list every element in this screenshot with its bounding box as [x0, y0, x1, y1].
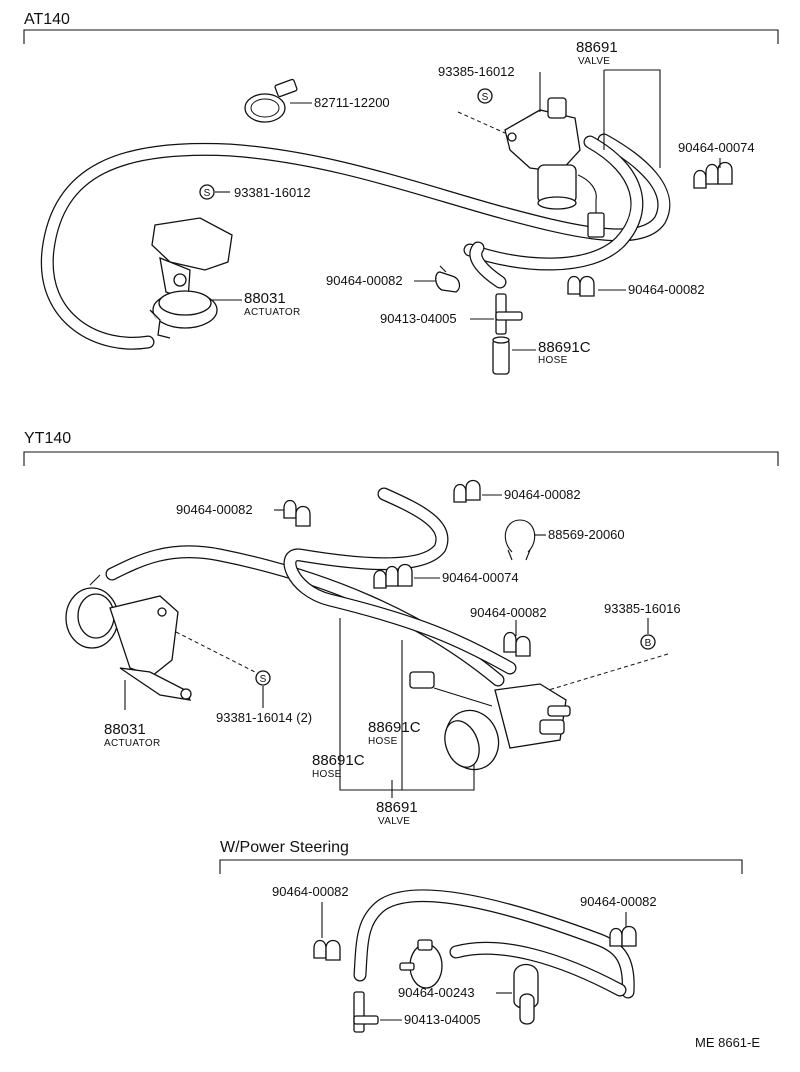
yt140-actuator [65, 574, 192, 701]
yt140-clip-c-label: 88569-20060 [548, 527, 625, 542]
ps-clip-b [609, 925, 637, 947]
at140-clip-b [693, 161, 733, 189]
section-power-steering: W/Power Steering 90464-00082 90464-00082 [219, 839, 743, 1033]
svg-text:S: S [204, 188, 211, 199]
yt140-clip-e [503, 631, 531, 657]
ps-clip-a-label: 90464-00082 [272, 884, 349, 899]
ps-tee [353, 991, 379, 1033]
section-bracket-at140 [23, 29, 779, 44]
section-yt140: YT140 S 93381-16014 (2) 88031 ACTUAT [23, 430, 779, 827]
yt140-clip-c [504, 519, 536, 561]
yt140-clip-a-label: 90464-00082 [176, 502, 253, 517]
at140-actuator-name: ACTUATOR [244, 307, 300, 318]
at140-tee-label: 90413-04005 [380, 311, 457, 326]
yt140-valve-name: VALVE [378, 816, 410, 827]
at140-clip-d [567, 275, 595, 297]
ps-tee-label: 90413-04005 [404, 1012, 481, 1027]
ps-part-c [513, 963, 539, 1025]
ps-clip-a [313, 939, 341, 961]
svg-text:S: S [260, 674, 267, 685]
at140-clip-a-label: 82711-12200 [314, 95, 390, 110]
section-bracket-power-steering [219, 859, 743, 874]
section-at140: AT140 S 93385-16012 88691 [23, 11, 779, 375]
yt140-valve-leader [391, 764, 475, 798]
at140-hose-number: 88691C [538, 339, 591, 356]
yt140-hoses [105, 487, 517, 687]
at140-clip-c-label: 90464-00082 [326, 273, 403, 288]
at140-hose-name: HOSE [538, 355, 568, 366]
section-title-yt140: YT140 [24, 430, 71, 447]
at140-tee [495, 293, 523, 335]
section-title-power-steering: W/Power Steering [220, 839, 349, 856]
section-title-at140: AT140 [24, 11, 70, 28]
diagram-code: ME 8661-E [695, 1035, 760, 1050]
yt140-valve [409, 671, 571, 771]
yt140-valve-number: 88691 [376, 799, 418, 816]
at140-actuator [149, 217, 233, 339]
ps-check-valve [399, 939, 443, 989]
ps-clip-b-label: 90464-00082 [580, 894, 657, 909]
at140-screw-b-symbol: S [199, 184, 215, 200]
at140-hose-piece [492, 336, 510, 375]
at140-valve [504, 97, 605, 238]
at140-valve-name: VALVE [578, 56, 610, 67]
yt140-clip-a [283, 499, 311, 527]
ps-part-c-label: 90464-00243 [398, 985, 475, 1000]
yt140-screw-b-label: 93381-16014 (2) [216, 710, 312, 725]
at140-clip-a [244, 78, 298, 123]
at140-valve-number: 88691 [576, 39, 618, 56]
at140-long-hose [40, 133, 671, 350]
svg-text:B: B [645, 638, 652, 649]
yt140-actuator-name: ACTUATOR [104, 738, 160, 749]
yt140-hose1-number: 88691C [368, 719, 421, 736]
yt140-screw-a-dashline [541, 653, 669, 693]
yt140-actuator-number: 88031 [104, 721, 146, 738]
yt140-hose-bracket [339, 618, 403, 791]
yt140-screw-a-label: 93385-16016 [604, 601, 681, 616]
yt140-valve-bracket-tick [391, 780, 393, 790]
at140-clip-c [435, 265, 461, 293]
yt140-clip-e-label: 90464-00082 [470, 605, 547, 620]
yt140-hose2-number: 88691C [312, 752, 365, 769]
yt140-clip-b [453, 479, 481, 503]
at140-valve-bracket [604, 69, 661, 168]
yt140-clip-d-label: 90464-00074 [442, 570, 519, 585]
yt140-hose2-name: HOSE [312, 769, 342, 780]
at140-actuator-number: 88031 [244, 290, 286, 307]
at140-screw-b-label: 93381-16012 [234, 185, 311, 200]
yt140-screw-b-symbol: S [255, 670, 271, 686]
yt140-screw-a-symbol: B [640, 634, 656, 650]
yt140-clip-d [373, 563, 413, 589]
at140-screw-dashline [457, 111, 506, 134]
svg-text:S: S [482, 92, 489, 103]
at140-clip-d-label: 90464-00082 [628, 282, 705, 297]
yt140-hose1-name: HOSE [368, 736, 398, 747]
at140-screw-a-symbol: S [477, 88, 493, 104]
at140-clip-b-label: 90464-00074 [678, 140, 755, 155]
yt140-clip-b-label: 90464-00082 [504, 487, 581, 502]
ps-hoses [353, 889, 635, 999]
at140-screw-a-label: 93385-16012 [438, 64, 515, 79]
section-bracket-yt140 [23, 451, 779, 466]
yt140-screw-b-dashline [175, 631, 256, 673]
